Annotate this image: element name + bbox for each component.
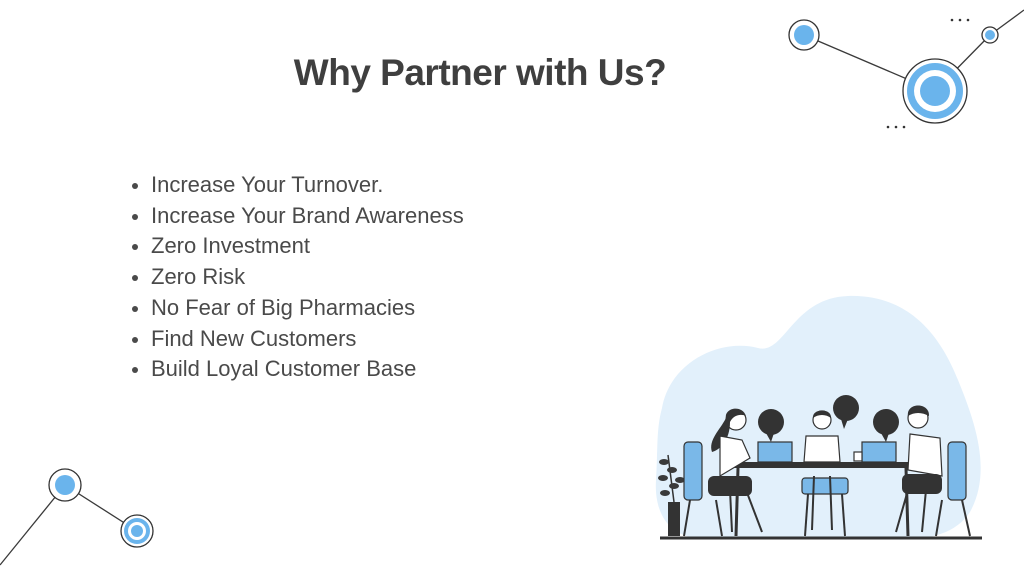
bullet-item: No Fear of Big Pharmacies — [130, 293, 464, 324]
plant-icon — [658, 454, 685, 536]
meeting-table — [728, 462, 916, 468]
network-decoration-bottom-left — [0, 468, 154, 566]
bullet-item: Zero Investment — [130, 231, 464, 262]
benefits-list: Increase Your Turnover. Increase Your Br… — [130, 170, 464, 385]
bullet-item: Build Loyal Customer Base — [130, 354, 464, 385]
team-meeting-illustration — [655, 295, 982, 540]
bullet-item: Find New Customers — [130, 324, 464, 355]
bullet-item: Increase Your Turnover. — [130, 170, 464, 201]
speech-bubbles — [758, 395, 899, 442]
bullet-item: Zero Risk — [130, 262, 464, 293]
slide-title: Why Partner with Us? — [293, 52, 667, 93]
network-decoration-top-right — [788, 9, 1024, 129]
person-center — [803, 410, 841, 531]
bullet-item: Increase Your Brand Awareness — [130, 201, 464, 232]
person-left — [708, 408, 763, 533]
person-right — [895, 405, 943, 533]
